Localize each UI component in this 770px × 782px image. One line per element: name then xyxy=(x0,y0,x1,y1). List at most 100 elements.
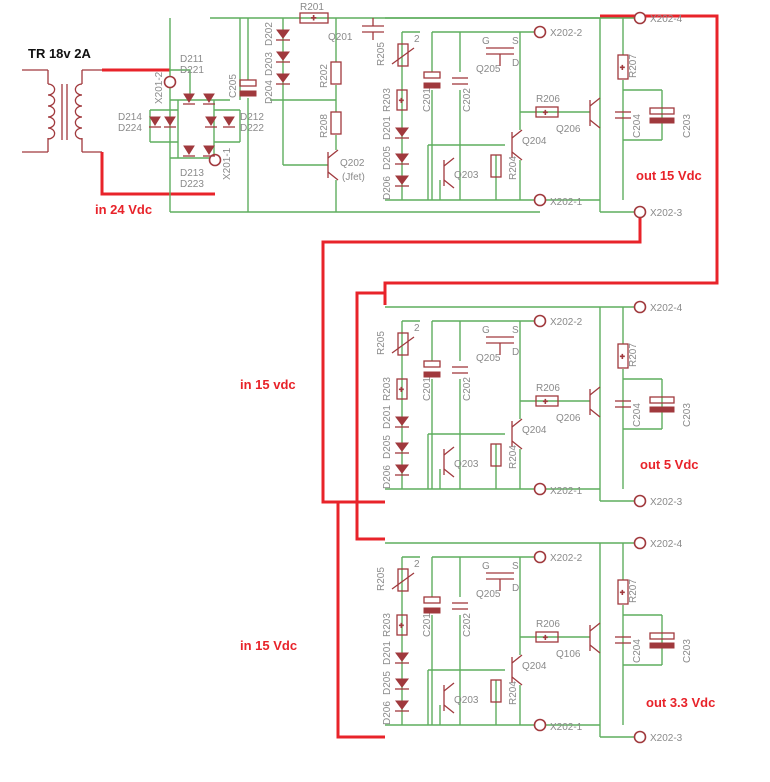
highlighted-feed-wires xyxy=(100,14,719,739)
pin-s-label: S xyxy=(512,36,519,47)
svg-text:+: + xyxy=(620,352,625,361)
svg-text:+: + xyxy=(311,13,316,23)
diode-d211-label: D211 xyxy=(180,54,204,65)
terminal-x2021-label: X202-1 xyxy=(550,197,583,208)
transistor-q205-label: Q205 xyxy=(476,589,501,600)
resistor-r204-label: R204 xyxy=(508,445,519,469)
wiper-pin-label: 2 xyxy=(414,323,420,334)
resistor-r203-label: R203 xyxy=(382,377,393,401)
led-d203-label: D203 xyxy=(264,52,275,76)
pass-transistor xyxy=(589,97,601,129)
capacitor-c202-label: C202 xyxy=(462,377,473,401)
transistor-q205-label: Q205 xyxy=(476,64,501,75)
terminal-x2021-label: X202-1 xyxy=(550,486,583,497)
pin-g-label: G xyxy=(482,36,490,47)
terminal-x2022-label: X202-2 xyxy=(550,553,583,564)
terminal-x2022-label: X202-2 xyxy=(550,28,583,39)
resistor-r207-label: R207 xyxy=(628,54,639,78)
resistor-r206-label: R206 xyxy=(536,94,560,105)
wiper-pin-label: 2 xyxy=(414,559,420,570)
svg-text:+: + xyxy=(543,397,548,406)
capacitor-c201-label: C201 xyxy=(422,613,433,637)
led-d205-label: D205 xyxy=(382,146,393,170)
capacitor-c204-label: C204 xyxy=(632,639,643,663)
led-d202-label: D202 xyxy=(264,22,275,46)
capacitor-c203-label: C203 xyxy=(682,403,693,427)
capacitor-c202-label: C202 xyxy=(462,88,473,112)
pin-g-label: G xyxy=(482,561,490,572)
terminal-x2023-label: X202-3 xyxy=(650,208,683,219)
transistor-q202-label: Q202 xyxy=(340,158,365,169)
pin-s-label: S xyxy=(512,561,519,572)
pin-d-label: D xyxy=(512,347,519,358)
capacitor-c201-label: C201 xyxy=(422,88,433,112)
terminal-x2012-label: X201-2 xyxy=(154,71,165,104)
transistor-q203-label: Q203 xyxy=(454,170,479,181)
terminal-x2022-label: X202-2 xyxy=(550,317,583,328)
diode-d212-label: D212 xyxy=(240,112,264,123)
terminal-x2023-label: X202-3 xyxy=(650,497,683,508)
svg-text:+: + xyxy=(399,96,404,105)
pin-s-label: S xyxy=(512,325,519,336)
transistor-q203-label: Q203 xyxy=(454,695,479,706)
transistor-q204-label: Q204 xyxy=(522,661,547,672)
resistor-r207-label: R207 xyxy=(628,343,639,367)
diode-d222-label: D222 xyxy=(240,123,264,134)
resistor-r207-label: R207 xyxy=(628,579,639,603)
led-d206-label: D206 xyxy=(382,465,393,489)
transistor-q204-label: Q204 xyxy=(522,136,547,147)
note-input-15v-a: in 15 vdc xyxy=(240,377,296,392)
resistor-r201-label: R201 xyxy=(300,2,324,13)
note-input-24v: in 24 Vdc xyxy=(95,202,152,217)
resistor-r204-label: R204 xyxy=(508,681,519,705)
note-input-15v-b: in 15 Vdc xyxy=(240,638,297,653)
terminal-x2011-label: X201-1 xyxy=(222,147,233,180)
transistor-q201-label: Q201 xyxy=(328,32,353,43)
capacitor-c203-label: C203 xyxy=(682,114,693,138)
resistor-r202-label: R202 xyxy=(319,64,330,88)
capacitor-c203-label: C203 xyxy=(682,639,693,663)
capacitor-c202-label: C202 xyxy=(462,613,473,637)
led-d206-label: D206 xyxy=(382,701,393,725)
diode-d221-label: D221 xyxy=(180,65,204,76)
capacitor-c201-label: C201 xyxy=(422,377,433,401)
resistor-r206-label: R206 xyxy=(536,383,560,394)
pin-d-label: D xyxy=(512,58,519,69)
led-d204-label: D204 xyxy=(264,80,275,104)
capacitor-c204-label: C204 xyxy=(632,114,643,138)
resistor-r203-label: R203 xyxy=(382,613,393,637)
transistor-q204-label: Q204 xyxy=(522,425,547,436)
note-output-5v: out 5 Vdc xyxy=(640,457,699,472)
transistor-q203-label: Q203 xyxy=(454,459,479,470)
svg-text:+: + xyxy=(543,633,548,642)
transformer: TR 18v 2A xyxy=(22,46,102,153)
resistor-r205-label: R205 xyxy=(376,42,387,66)
diode-d214-label: D214 xyxy=(118,112,142,123)
pass-transistor xyxy=(589,622,601,654)
terminal-x2024-label: X202-4 xyxy=(650,14,683,25)
led-d201-label: D201 xyxy=(382,405,393,429)
pass-transistor-label: Q106 xyxy=(556,649,581,660)
terminal-x2023-label: X202-3 xyxy=(650,733,683,744)
diode-d213-label: D213 xyxy=(180,168,204,179)
capacitor-c205-label: C205 xyxy=(228,74,239,98)
note-output-3v3: out 3.3 Vdc xyxy=(646,695,715,710)
jfet-note: (Jfet) xyxy=(342,172,365,183)
resistor-r205-label: R205 xyxy=(376,567,387,591)
transistor-q205-label: Q205 xyxy=(476,353,501,364)
wiper-pin-label: 2 xyxy=(414,34,420,45)
resistor-r204-label: R204 xyxy=(508,156,519,180)
svg-text:+: + xyxy=(620,63,625,72)
terminal-x2024-label: X202-4 xyxy=(650,303,683,314)
svg-text:+: + xyxy=(399,621,404,630)
resistor-r208-label: R208 xyxy=(319,114,330,138)
resistor-r206-label: R206 xyxy=(536,619,560,630)
led-d205-label: D205 xyxy=(382,435,393,459)
led-d201-label: D201 xyxy=(382,641,393,665)
svg-text:+: + xyxy=(543,108,548,117)
resistor-r205-label: R205 xyxy=(376,331,387,355)
led-d201-label: D201 xyxy=(382,116,393,140)
